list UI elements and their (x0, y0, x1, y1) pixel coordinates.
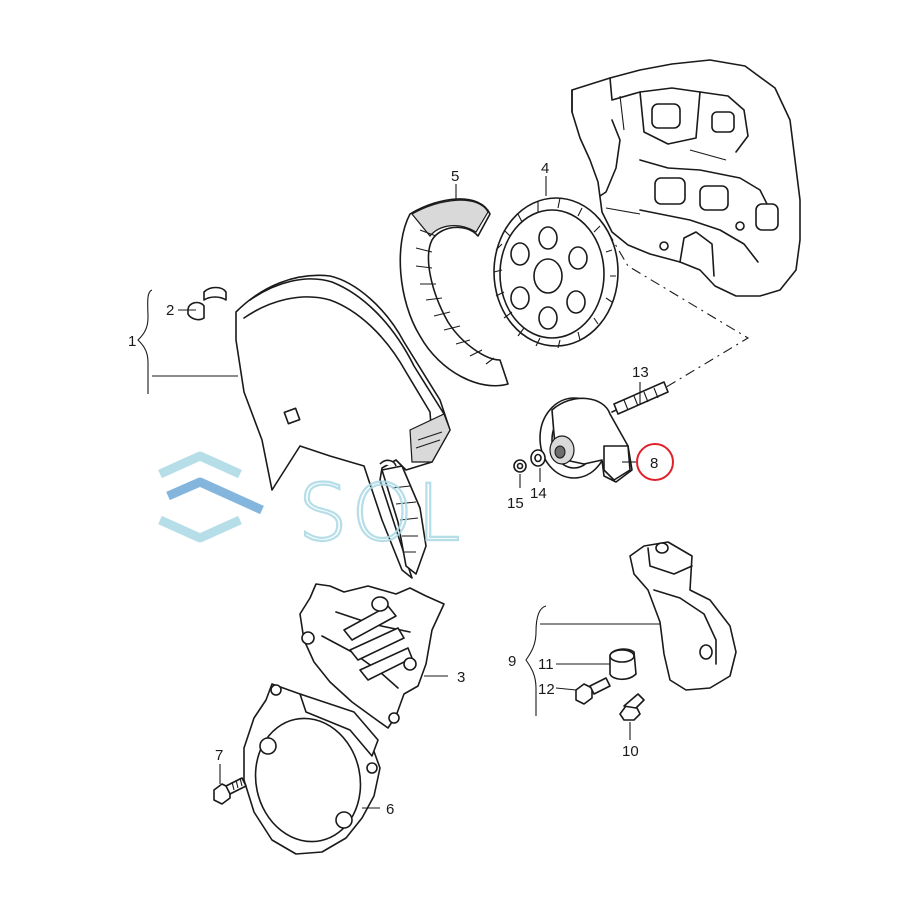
callout-11: 11 (538, 656, 554, 673)
callout-7: 7 (215, 747, 223, 764)
callout-12: 12 (538, 681, 555, 698)
callout-15: 15 (507, 495, 524, 512)
leader-lines (137, 176, 660, 809)
engine-block (571, 59, 801, 297)
callout-3: 3 (457, 669, 465, 686)
highlight-ring (636, 443, 674, 481)
camshaft-sprocket (493, 197, 619, 349)
tensioner-assembly (513, 381, 669, 483)
callout-13: 13 (632, 364, 649, 381)
watermark-text: SOL (298, 469, 464, 559)
engine-mount-bracket (575, 541, 737, 721)
bolt-7 (213, 777, 247, 805)
upper-belt-cover (235, 274, 451, 579)
stacked-chevrons-logo-icon (158, 451, 264, 543)
lower-cover-plate (243, 683, 381, 855)
callout-2: 2 (166, 302, 174, 319)
callout-8: 8 (650, 455, 658, 472)
callout-5: 5 (451, 168, 459, 185)
callout-1: 1 (128, 333, 136, 350)
callout-6: 6 (386, 801, 394, 818)
cover-clip (187, 286, 227, 321)
callout-14: 14 (530, 485, 547, 502)
rear-belt-cover (299, 583, 445, 729)
callout-9: 9 (508, 653, 516, 670)
callout-10: 10 (622, 743, 639, 760)
callout-4: 4 (541, 160, 549, 177)
callout-numbers: 1 2 3 4 5 6 7 8 9 10 11 12 13 14 15 (128, 160, 658, 818)
watermark: SOL (158, 451, 464, 560)
toothed-belt (399, 198, 509, 387)
